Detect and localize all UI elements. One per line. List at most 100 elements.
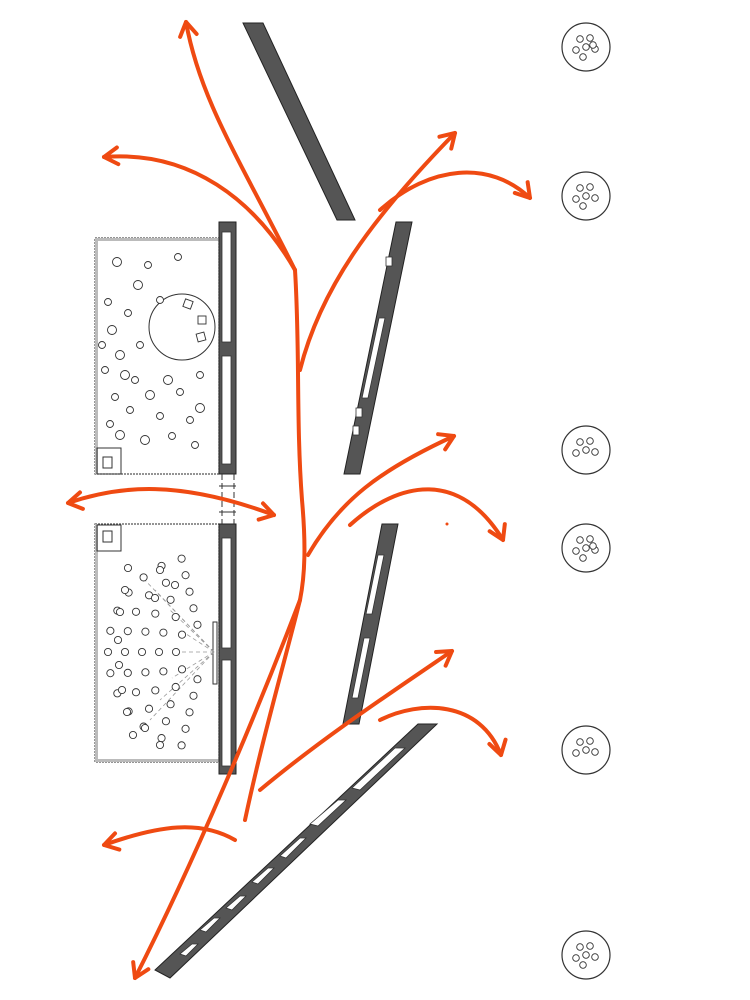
auditorium-seat	[137, 647, 147, 657]
tree-leaf	[591, 748, 599, 756]
auditorium-seat	[181, 724, 190, 733]
auditorium-seat	[177, 665, 187, 674]
auditorium-seat	[189, 691, 198, 700]
chair	[107, 325, 117, 335]
auditorium-seat	[106, 669, 115, 678]
auditorium-seat	[141, 668, 150, 677]
flow-up-right	[298, 131, 457, 372]
arrowhead	[437, 131, 457, 151]
sightline	[154, 589, 215, 653]
auditorium-seat	[120, 647, 130, 657]
chair	[186, 416, 194, 424]
chair	[144, 261, 152, 269]
restroom-upper	[96, 447, 122, 475]
auditorium-seat	[170, 580, 180, 590]
wall-mid-2	[342, 523, 399, 725]
tree-leaf	[582, 192, 590, 200]
auditorium-seat	[155, 740, 165, 750]
flow-to-left-lower	[102, 825, 237, 847]
tree-leaf	[591, 448, 599, 456]
marker-dot	[445, 522, 449, 526]
room-edge-top	[95, 238, 219, 241]
chair	[140, 435, 150, 445]
toilet-fixture	[102, 456, 113, 469]
tree-leaf	[589, 41, 597, 49]
tree	[561, 930, 611, 980]
auditorium-seat	[123, 563, 133, 573]
sightline	[171, 651, 215, 679]
auditorium-room	[94, 523, 220, 763]
auditorium-seat	[117, 685, 127, 695]
auditorium-seat	[159, 667, 168, 676]
chair	[136, 341, 144, 349]
auditorium-seat	[150, 593, 160, 603]
arrowhead	[256, 501, 276, 522]
tree-leaf	[586, 437, 594, 445]
auditorium-seat	[144, 704, 154, 713]
chair	[104, 298, 112, 306]
auditorium-seat	[177, 741, 186, 750]
flow-trunk-lower	[243, 598, 302, 822]
chair	[115, 430, 125, 440]
tree-leaf	[589, 542, 597, 550]
auditorium-seat	[123, 668, 132, 677]
auditorium-seats-group	[103, 554, 202, 750]
tree-leaf	[572, 195, 580, 203]
wall-top-diagonal	[242, 22, 356, 221]
tree-leaf	[576, 943, 584, 951]
auditorium-seat	[159, 628, 168, 637]
tree-leaf	[572, 46, 580, 54]
table-item	[195, 331, 207, 343]
arrowhead	[102, 145, 121, 167]
toilet-fixture-lower	[102, 530, 113, 543]
auditorium-seat	[113, 635, 123, 645]
auditorium-seat	[151, 686, 160, 695]
table-item	[197, 315, 207, 325]
loose-chairs-group	[98, 253, 207, 449]
room-edge-left	[95, 238, 98, 474]
auditorium-seat	[161, 717, 170, 726]
auditorium-seat	[189, 604, 198, 613]
tree-leaf	[591, 953, 599, 961]
auditorium-seat	[166, 595, 175, 604]
chair	[156, 412, 164, 420]
auditorium-seat	[140, 723, 150, 733]
arrowhead	[512, 180, 532, 200]
auditorium-seat	[171, 612, 180, 622]
round-table	[148, 293, 216, 361]
chair	[196, 371, 204, 379]
tree	[561, 22, 611, 72]
chair	[106, 420, 114, 428]
tree	[561, 523, 611, 573]
arrowhead	[434, 649, 454, 668]
tree-leaf	[572, 954, 580, 962]
auditorium-seat	[103, 647, 113, 657]
arrowhead	[178, 20, 199, 39]
tree-leaf	[582, 951, 590, 959]
trees-group	[561, 22, 611, 980]
chair	[176, 388, 184, 396]
auditorium-seat	[193, 620, 202, 629]
auditorium-seat	[171, 647, 181, 657]
tree	[561, 725, 611, 775]
chair	[115, 350, 125, 360]
auditorium-seat	[171, 682, 180, 692]
chair	[156, 296, 164, 304]
table-item	[182, 298, 194, 310]
arrowhead	[102, 831, 122, 852]
auditorium-seat	[177, 630, 187, 639]
tree-leaf	[582, 43, 590, 51]
tree-leaf	[591, 194, 599, 202]
chair	[191, 441, 199, 449]
flow-mid-right-up	[306, 434, 456, 557]
tree-leaf	[579, 202, 587, 210]
auditorium-seat	[181, 571, 190, 580]
tree-leaf	[576, 438, 584, 446]
tree-leaf	[586, 183, 594, 191]
restroom-lower	[96, 524, 122, 552]
auditorium-seat	[115, 607, 125, 617]
arrowheads-group	[66, 20, 532, 980]
flow-lower-right-up	[258, 649, 454, 792]
chair	[195, 403, 205, 413]
auditorium-seat	[122, 707, 132, 717]
